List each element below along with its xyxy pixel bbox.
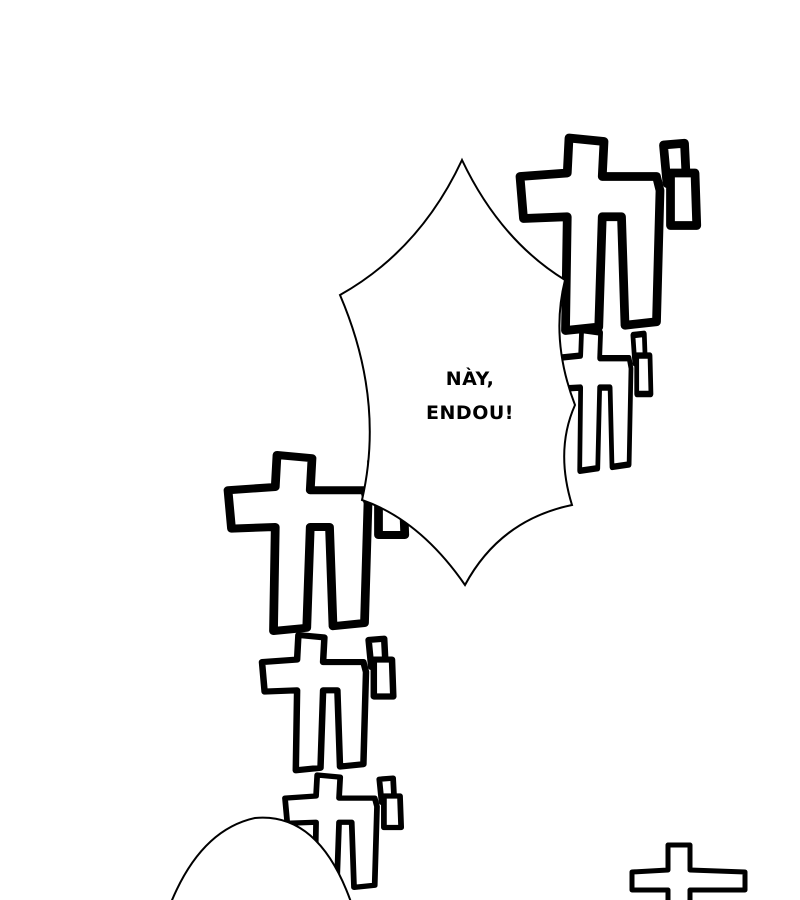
sfx-partial-bottom <box>629 842 748 900</box>
speech-line-1: NÀY, <box>445 368 495 390</box>
bottom-bubble <box>171 816 352 900</box>
speech-bubble <box>338 157 577 587</box>
sfx-ga-4 <box>262 635 393 770</box>
speech-line-2: ENDOU! <box>426 402 514 424</box>
speech-text: NÀY, ENDOU! <box>400 362 540 430</box>
